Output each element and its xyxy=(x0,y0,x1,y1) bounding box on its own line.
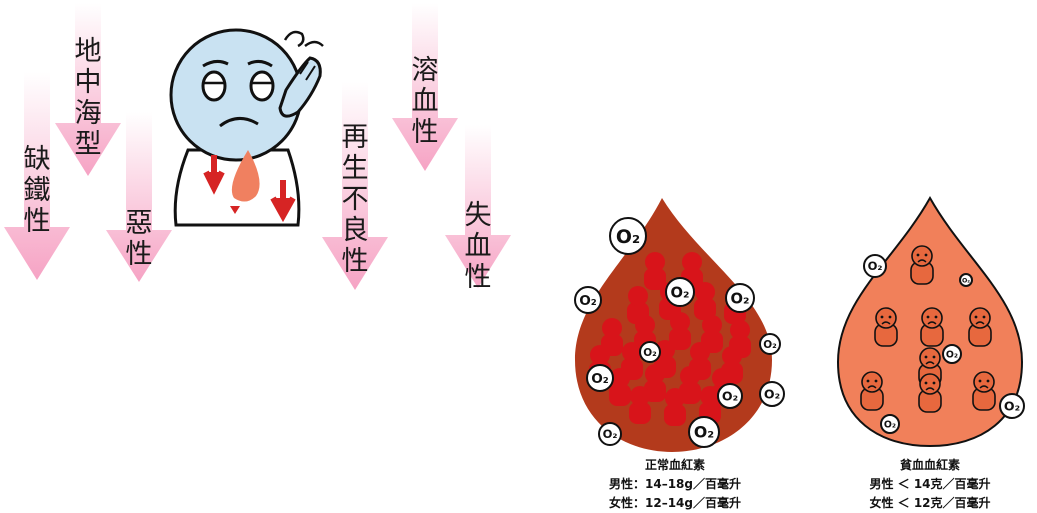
oxygen-molecule-icon: O₂ xyxy=(665,277,695,307)
red-blood-cell xyxy=(669,312,691,350)
normal-male: 男性：14–18g／百毫升 xyxy=(609,477,741,491)
svg-text:O₂: O₂ xyxy=(884,419,896,430)
sad-blood-cell xyxy=(972,371,996,411)
down-arrow-icon xyxy=(322,82,388,290)
sad-blood-cell xyxy=(874,307,898,347)
category-arrow-iron: 缺 鐵 性 xyxy=(2,72,72,282)
normal-title: 正常血紅素 xyxy=(644,458,705,472)
oxygen-molecule-icon: O₂ xyxy=(598,422,622,446)
svg-text:O₂: O₂ xyxy=(591,371,609,387)
category-label: 缺 鐵 性 xyxy=(23,144,51,237)
sad-blood-cell xyxy=(910,245,934,285)
oxygen-molecule-icon: O₂ xyxy=(942,344,962,364)
anemia-male: 男性 ＜ 14克／百毫升 xyxy=(869,477,991,491)
category-arrow-blood-loss: 失 血 性 xyxy=(443,125,513,293)
oxygen-molecule-icon: O₂ xyxy=(999,393,1025,419)
sad-blood-cell xyxy=(860,371,884,411)
sad-blood-cell xyxy=(918,373,942,413)
svg-text:O₂: O₂ xyxy=(671,284,690,301)
svg-text:O₂: O₂ xyxy=(694,423,714,442)
worried-person-icon xyxy=(169,28,324,227)
category-label: 地 中 海 型 xyxy=(74,36,102,160)
oxygen-molecule-icon: O₂ xyxy=(609,217,647,255)
down-arrow-icon xyxy=(55,3,121,176)
svg-text:O₂: O₂ xyxy=(962,277,970,284)
category-arrow-hemolytic: 溶 血 性 xyxy=(390,3,460,173)
red-blood-cell xyxy=(699,386,721,424)
svg-text:O₂: O₂ xyxy=(868,259,883,273)
svg-text:O₂: O₂ xyxy=(579,293,597,309)
red-blood-cell xyxy=(644,252,666,290)
svg-text:O₂: O₂ xyxy=(643,347,657,359)
category-label: 失 血 性 xyxy=(464,200,492,293)
oxygen-molecule-icon: O₂ xyxy=(880,414,900,434)
category-label: 惡 性 xyxy=(125,208,153,270)
category-arrow-aplastic: 再 生 不 良 性 xyxy=(320,82,390,292)
oxygen-molecule-icon: O₂ xyxy=(863,254,887,278)
normal-female: 女性：12–14g／百毫升 xyxy=(609,496,741,510)
svg-text:O₂: O₂ xyxy=(603,427,618,441)
oxygen-molecule-icon: O₂ xyxy=(639,341,661,363)
down-arrow-icon xyxy=(392,3,458,171)
oxygen-molecule-icon: O₂ xyxy=(586,364,614,392)
sad-blood-cell xyxy=(920,307,944,347)
red-blood-cell xyxy=(694,282,716,320)
svg-text:O₂: O₂ xyxy=(616,226,640,248)
svg-text:O₂: O₂ xyxy=(1004,399,1020,414)
red-blood-cell xyxy=(664,388,686,426)
oxygen-molecule-icon: O₂ xyxy=(688,416,720,448)
svg-text:O₂: O₂ xyxy=(722,389,738,404)
category-label: 再 生 不 良 性 xyxy=(341,122,369,277)
anemia-title: 貧血血紅素 xyxy=(899,458,960,472)
oxygen-molecule-icon: O₂ xyxy=(759,381,785,407)
svg-text:O₂: O₂ xyxy=(946,349,958,360)
normal-caption: 正常血紅素 男性：14–18g／百毫升 女性：12–14g／百毫升 xyxy=(590,456,760,513)
category-arrow-thalassemia: 地 中 海 型 xyxy=(53,3,123,178)
anemia-female: 女性 ＜ 12克／百毫升 xyxy=(869,496,991,510)
down-arrow-icon xyxy=(445,125,511,288)
oxygen-molecule-icon: O₂ xyxy=(725,283,755,313)
sad-blood-cell xyxy=(968,307,992,347)
svg-text:O₂: O₂ xyxy=(763,339,777,351)
svg-text:O₂: O₂ xyxy=(731,290,750,307)
anemia-caption: 貧血血紅素 男性 ＜ 14克／百毫升 女性 ＜ 12克／百毫升 xyxy=(845,456,1015,513)
category-label: 溶 血 性 xyxy=(411,55,439,148)
down-arrow-icon xyxy=(4,72,70,280)
oxygen-molecule-icon: O₂ xyxy=(959,273,973,287)
oxygen-molecule-icon: O₂ xyxy=(574,286,602,314)
oxygen-molecule-icon: O₂ xyxy=(717,383,743,409)
red-blood-cell xyxy=(609,368,631,406)
down-arrow-icon xyxy=(106,112,172,282)
category-arrow-pernicious: 惡 性 xyxy=(104,112,174,284)
oxygen-molecule-icon: O₂ xyxy=(759,333,781,355)
svg-text:O₂: O₂ xyxy=(764,387,780,402)
red-blood-cell xyxy=(629,386,651,424)
